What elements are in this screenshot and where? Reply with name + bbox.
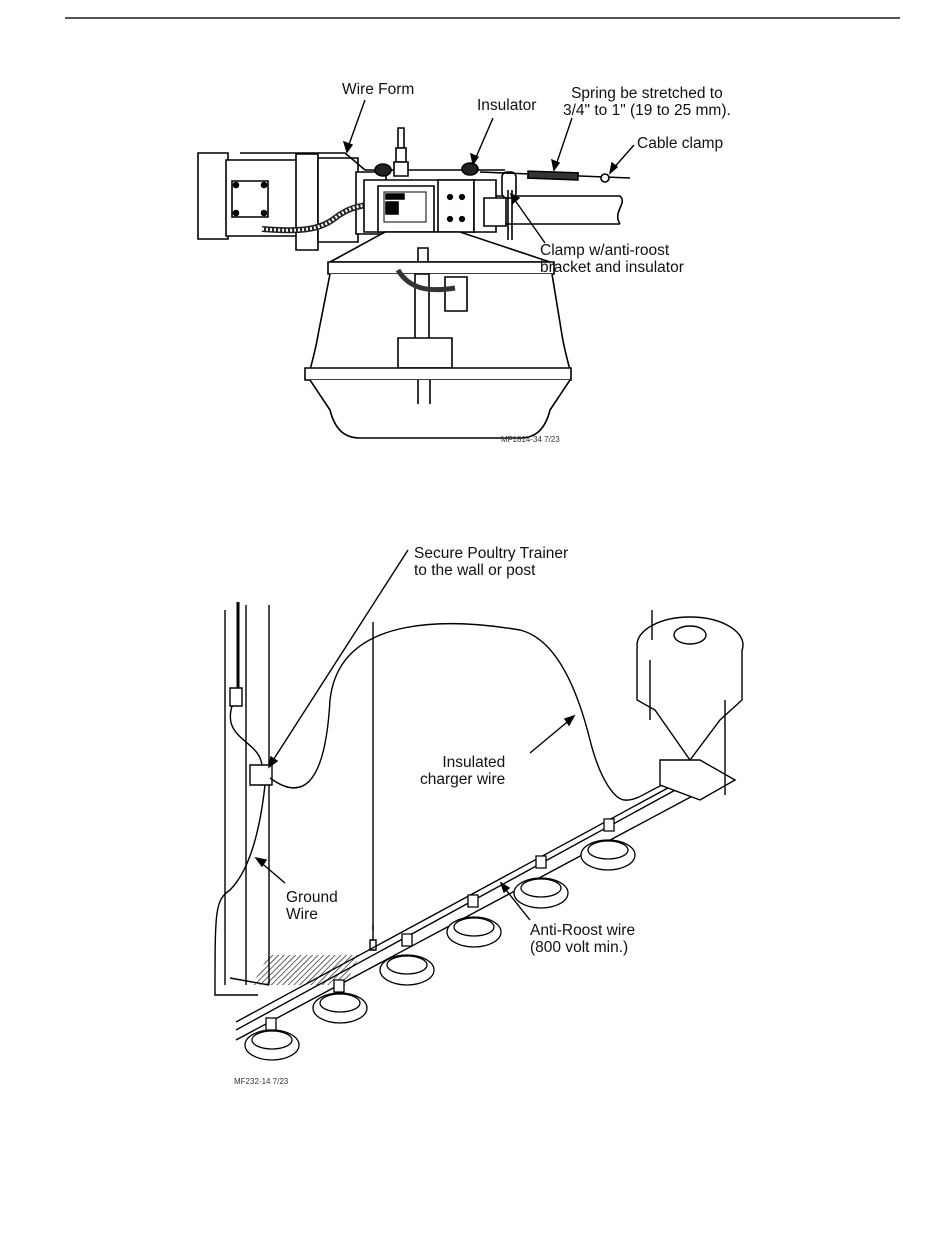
leader-secure-trainer bbox=[270, 550, 408, 765]
callout-anti-roost: Anti-Roost wire (800 volt min.) bbox=[530, 922, 635, 956]
feeder-pan bbox=[380, 934, 434, 985]
leader-insulated-wire bbox=[530, 718, 572, 753]
feeder-pan bbox=[581, 819, 635, 870]
feeder-pan bbox=[514, 856, 568, 908]
outlet-box bbox=[230, 688, 242, 706]
figure-id: MF232-14 7/23 bbox=[234, 1077, 288, 1086]
hopper-body bbox=[637, 648, 742, 760]
feeder-pan bbox=[245, 1018, 299, 1060]
callout-ground-wire: Ground Wire bbox=[286, 889, 338, 923]
ground-wire bbox=[215, 785, 265, 995]
feeder-pan bbox=[313, 980, 367, 1023]
callout-insulated-wire: Insulated charger wire bbox=[420, 754, 505, 788]
callout-secure-trainer: Secure Poultry Trainer to the wall or po… bbox=[414, 545, 568, 579]
hopper-base bbox=[660, 760, 735, 800]
